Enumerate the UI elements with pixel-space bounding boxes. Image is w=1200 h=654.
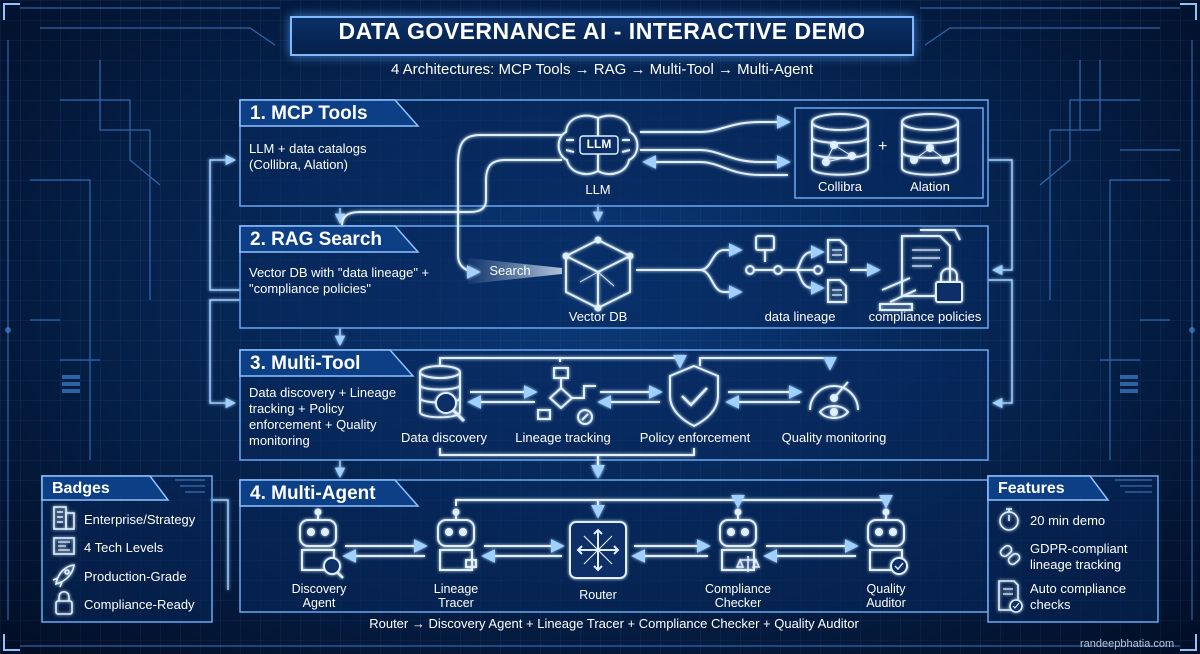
agent-label-lineage-line1: Lineage (433, 582, 479, 596)
alation-database-icon (901, 113, 959, 176)
checklist-icon (998, 580, 1023, 613)
section-multiagent-title: 4. Multi-Agent (250, 483, 376, 504)
compliance-policies-icon (879, 229, 963, 311)
agent-label-discovery-line2: Agent (302, 596, 336, 610)
section-mcp-title: 1. MCP Tools (250, 103, 368, 124)
agent-label-discovery: Discovery Agent (284, 582, 354, 610)
agent-label-quality: Quality Auditor (851, 582, 921, 610)
watermark: randeepbhatia.com (1080, 638, 1175, 650)
policy-shield-icon (669, 364, 719, 428)
search-label: Search (489, 263, 531, 278)
discovery-agent-robot-icon (299, 508, 344, 579)
building-icon (53, 506, 75, 530)
feature-item-2-line2: lineage tracking (1030, 557, 1122, 572)
badge-item-2: 4 Tech Levels (84, 540, 164, 555)
section-mcp-description: LLM + data catalogs (Collibra, Alation) (249, 141, 367, 172)
tab-rag (239, 225, 420, 253)
collibra-label: Collibra (817, 179, 863, 194)
compliance-policies-label: compliance policies (868, 309, 982, 324)
tab-multitool (239, 349, 415, 377)
tab-features (987, 475, 1110, 501)
llm-label: LLM (585, 182, 611, 197)
agent-label-compliance-line1: Compliance (704, 582, 771, 596)
section-rag-title: 2. RAG Search (250, 229, 382, 250)
stopwatch-icon (999, 508, 1019, 531)
link-icon (999, 544, 1021, 566)
page-title: DATA GOVERNANCE AI - INTERACTIVE DEMO (338, 18, 866, 44)
badge-item-3: Production-Grade (84, 569, 187, 584)
compliance-checker-robot-icon (719, 508, 761, 572)
vector-db-label: Vector DB (568, 309, 628, 324)
agent-label-compliance: Compliance Checker (698, 582, 778, 610)
badge-item-4: Compliance-Ready (84, 597, 195, 612)
badges-title: Badges (52, 480, 110, 497)
agent-label-lineage: Lineage Tracer (421, 582, 491, 610)
tool-label-3: Policy enforcement (639, 430, 751, 445)
section-multitool-description: Data discovery + Lineage tracking + Poli… (249, 385, 397, 448)
router-label: Router (579, 588, 617, 602)
badge-item-1: Enterprise/Strategy (84, 512, 196, 527)
plus-sign: + (878, 138, 888, 155)
feature-item-2-line1: GDPR-compliant (1030, 541, 1128, 556)
tab-mcp (239, 99, 420, 127)
tool-label-1: Data discovery (401, 430, 487, 445)
brain-icon (557, 114, 639, 175)
tab-multiagent (239, 479, 420, 507)
lineage-tracer-robot-icon (437, 508, 477, 571)
llm-badge (579, 135, 619, 155)
title-frame (290, 16, 914, 56)
lineage-graph-icon (745, 235, 847, 303)
quality-gauge-icon (809, 381, 859, 419)
quality-auditor-robot-icon (867, 508, 908, 575)
multiagent-footer: Router → Discovery Agent + Lineage Trace… (369, 616, 859, 631)
feature-item-2: GDPR-compliant lineage tracking (1030, 541, 1128, 573)
vector-db-cube-icon (562, 236, 634, 312)
section-multitool-title: 3. Multi-Tool (250, 353, 361, 374)
tab-badges (41, 475, 170, 501)
agent-label-quality-line1: Quality (866, 582, 906, 596)
page-subtitle: 4 Architectures: MCP Tools → RAG → Multi… (390, 61, 814, 78)
features-title: Features (998, 480, 1065, 497)
agent-label-compliance-line2: Checker (714, 596, 762, 610)
alation-label: Alation (910, 179, 950, 194)
chip-icon (53, 537, 75, 555)
section-rag-description: Vector DB with "data lineage" + "complia… (249, 265, 430, 296)
agent-label-discovery-line1: Discovery (291, 582, 347, 596)
lock-icon (55, 590, 73, 615)
feature-item-3: Auto compliance checks (1030, 581, 1126, 613)
agent-label-quality-line2: Auditor (866, 596, 906, 610)
search-beam (468, 258, 562, 284)
lineage-tracking-icon (537, 367, 596, 425)
tool-label-2: Lineage tracking (515, 430, 611, 445)
collibra-database-icon (811, 113, 869, 176)
router-icon (569, 521, 627, 579)
catalogs-frame (794, 107, 984, 199)
llm-badge-text: LLM (586, 137, 612, 151)
feature-item-3-line1: Auto compliance (1030, 581, 1127, 596)
agent-label-lineage-line2: Tracer (438, 596, 474, 610)
feature-item-1: 20 min demo (1030, 513, 1106, 528)
feature-item-3-line2: checks (1030, 597, 1071, 612)
data-lineage-label: data lineage (764, 309, 836, 324)
data-discovery-icon (419, 365, 466, 423)
rocket-icon (52, 564, 75, 588)
tool-label-4: Quality monitoring (781, 430, 887, 445)
